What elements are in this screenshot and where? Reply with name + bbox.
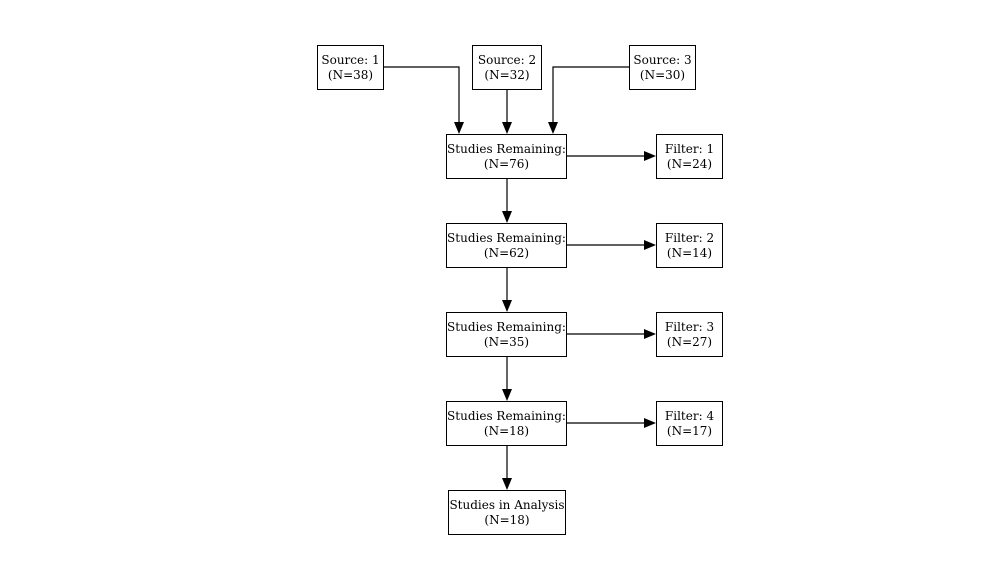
node-count: (N=38) xyxy=(327,67,374,82)
node-label: Filter: 2 xyxy=(664,230,715,245)
arrowhead xyxy=(644,240,656,250)
node-count: (N=76) xyxy=(483,156,530,171)
filter-3-box: Filter: 3 (N=27) xyxy=(656,312,723,357)
node-label: Studies Remaining: xyxy=(447,141,566,156)
source-2-box: Source: 2 (N=32) xyxy=(472,45,542,90)
source-3-box: Source: 3 (N=30) xyxy=(629,45,696,90)
node-count: (N=32) xyxy=(484,67,530,82)
studies-remaining-4-box: Studies Remaining: (N=18) xyxy=(446,401,567,446)
arrowhead xyxy=(502,122,512,134)
node-label: Source: 2 xyxy=(477,52,537,67)
arrowhead xyxy=(548,122,558,134)
node-count: (N=35) xyxy=(483,334,530,349)
node-label: Source: 1 xyxy=(321,52,380,67)
studies-remaining-3-box: Studies Remaining: (N=35) xyxy=(446,312,567,357)
node-label: Filter: 1 xyxy=(664,141,715,156)
node-label: Studies Remaining: xyxy=(447,408,566,423)
arrowhead xyxy=(644,329,656,339)
studies-in-analysis-box: Studies in Analysis (N=18) xyxy=(448,490,566,535)
node-label: Filter: 4 xyxy=(664,408,715,423)
arrowhead xyxy=(502,478,512,490)
node-label: Studies Remaining: xyxy=(447,319,566,334)
node-count: (N=30) xyxy=(639,67,686,82)
node-label: Source: 3 xyxy=(633,52,692,67)
node-count: (N=27) xyxy=(666,334,713,349)
node-count: (N=18) xyxy=(483,423,530,438)
source-1-box: Source: 1 (N=38) xyxy=(317,45,384,90)
arrowhead xyxy=(502,211,512,223)
arrowhead xyxy=(502,300,512,312)
edge-source3-to-remaining1 xyxy=(552,66,629,122)
arrowhead xyxy=(644,151,656,161)
node-count: (N=14) xyxy=(666,245,713,260)
filter-4-box: Filter: 4 (N=17) xyxy=(656,401,723,446)
node-label: Filter: 3 xyxy=(664,319,715,334)
filter-1-box: Filter: 1 (N=24) xyxy=(656,134,723,179)
arrowhead xyxy=(454,122,464,134)
arrowhead xyxy=(502,389,512,401)
filter-2-box: Filter: 2 (N=14) xyxy=(656,223,723,268)
node-label: Studies in Analysis xyxy=(449,497,565,512)
studies-remaining-2-box: Studies Remaining: (N=62) xyxy=(446,223,567,268)
node-count: (N=17) xyxy=(666,423,713,438)
edge-source1-to-remaining1 xyxy=(384,66,460,122)
node-label: Studies Remaining: xyxy=(447,230,566,245)
arrowhead xyxy=(644,418,656,428)
node-count: (N=62) xyxy=(483,245,530,260)
node-count: (N=18) xyxy=(484,512,530,527)
node-count: (N=24) xyxy=(666,156,713,171)
studies-remaining-1-box: Studies Remaining: (N=76) xyxy=(446,134,567,179)
